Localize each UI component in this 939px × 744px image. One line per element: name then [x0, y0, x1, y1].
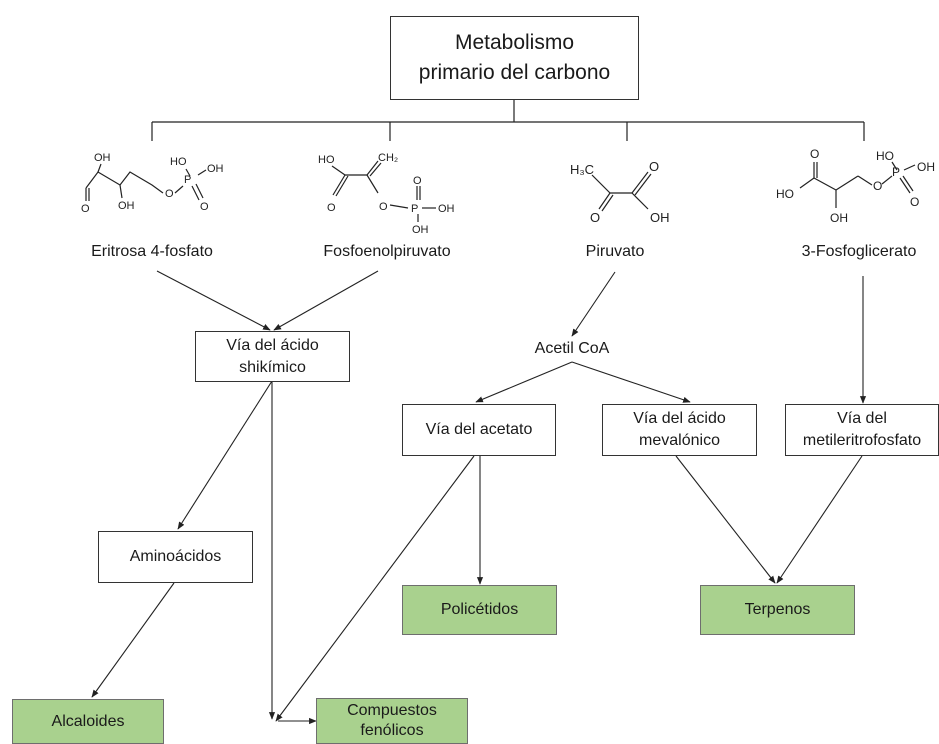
- shikimic-pathway-box: Vía del ácido shikímico: [195, 331, 350, 382]
- flow-arrows: [91, 270, 867, 725]
- erythrose-p-label: P: [184, 174, 191, 186]
- shikimic-pathway-label: Vía del ácido shikímico: [226, 336, 319, 376]
- polyketides-box: Policétidos: [402, 585, 557, 635]
- root-branch-connectors: [151, 100, 865, 141]
- phosphoglycerate-oh-label: OH: [830, 211, 848, 225]
- mep-pathway-box: Vía del metileritrofosfato: [785, 404, 939, 456]
- pep-o-label: O: [379, 201, 388, 213]
- acetyl-coa-label: Acetil CoA: [534, 340, 610, 357]
- pyruvate-o-label: O: [590, 210, 600, 225]
- mevalonic-pathway-label: Vía del ácido mevalónico: [633, 410, 726, 449]
- pep-oh-label: OH: [438, 203, 455, 215]
- amino-acids-box: Aminoácidos: [98, 531, 253, 583]
- pyruvate-o-label: O: [649, 159, 659, 174]
- terpenes-box: Terpenos: [700, 585, 855, 635]
- pyruvate-label: Piruvato: [585, 243, 645, 260]
- pep-p-label: P: [411, 203, 418, 215]
- 3-phosphoglycerate-label: 3-Fosfoglicerato: [801, 243, 917, 260]
- polyketides-label: Policétidos: [440, 601, 519, 618]
- 3-phosphoglycerate-structure: HO O OH O P HO OH O: [776, 147, 935, 225]
- mep-pathway-label: Vía del metileritrofosfato: [802, 410, 922, 449]
- phosphoglycerate-o-label: O: [910, 195, 919, 209]
- mevalonic-pathway-box: Vía del ácido mevalónico: [602, 404, 757, 456]
- pyruvate-oh-label: OH: [650, 210, 670, 225]
- phosphoglycerate-p-label: P: [892, 165, 900, 179]
- alkaloids-box: Alcaloides: [12, 699, 164, 744]
- acetate-pathway-box: Vía del acetato: [402, 404, 556, 456]
- phosphoglycerate-o-label: O: [873, 179, 882, 193]
- erythrose-oh-label: OH: [94, 152, 111, 164]
- phosphoenolpyruvate-label: Fosfoenolpiruvato: [323, 243, 451, 260]
- root-node-box: Metabolismo primario del carbono: [390, 16, 639, 100]
- amino-acids-label: Aminoácidos: [129, 548, 222, 565]
- acetate-pathway-label: Vía del acetato: [425, 421, 533, 438]
- phosphoglycerate-oh-label: OH: [917, 160, 935, 174]
- erythrose-ho-label: HO: [170, 156, 187, 168]
- phosphoglycerate-ho-label: HO: [876, 149, 894, 163]
- pep-oh-label: OH: [412, 224, 429, 236]
- terpenes-label: Terpenos: [744, 601, 811, 618]
- phenolic-compounds-box: Compuestos fenólicos: [316, 698, 468, 744]
- alkaloids-label: Alcaloides: [51, 712, 125, 730]
- erythrose-o-label: O: [200, 201, 209, 213]
- erythrose-oh-label: OH: [207, 163, 224, 175]
- phenolic-compounds-label: Compuestos fenólicos: [347, 702, 437, 739]
- phosphoglycerate-ho-label: HO: [776, 187, 794, 201]
- pep-o-label: O: [327, 202, 336, 214]
- phosphoenolpyruvate-structure: HO CH₂ O O O P OH OH: [318, 152, 455, 236]
- pep-o-label: O: [413, 175, 422, 187]
- phosphoglycerate-o-label: O: [810, 147, 819, 161]
- erythrose-4-phosphate-label: Eritrosa 4-fosfato: [91, 243, 213, 260]
- root-node-label: Metabolismo primario del carbono: [418, 31, 611, 84]
- erythrose-4-phosphate-structure: OH O OH O P HO OH O: [81, 152, 224, 215]
- pep-ho-label: HO: [318, 154, 335, 166]
- erythrose-o-label: O: [165, 188, 174, 200]
- pyruvate-h3c-label: H₃C: [570, 162, 594, 177]
- pyruvate-structure: H₃C O O OH: [570, 159, 670, 225]
- erythrose-o-label: O: [81, 203, 90, 215]
- erythrose-oh-label: OH: [118, 200, 135, 212]
- pep-ch2-label: CH₂: [378, 152, 398, 164]
